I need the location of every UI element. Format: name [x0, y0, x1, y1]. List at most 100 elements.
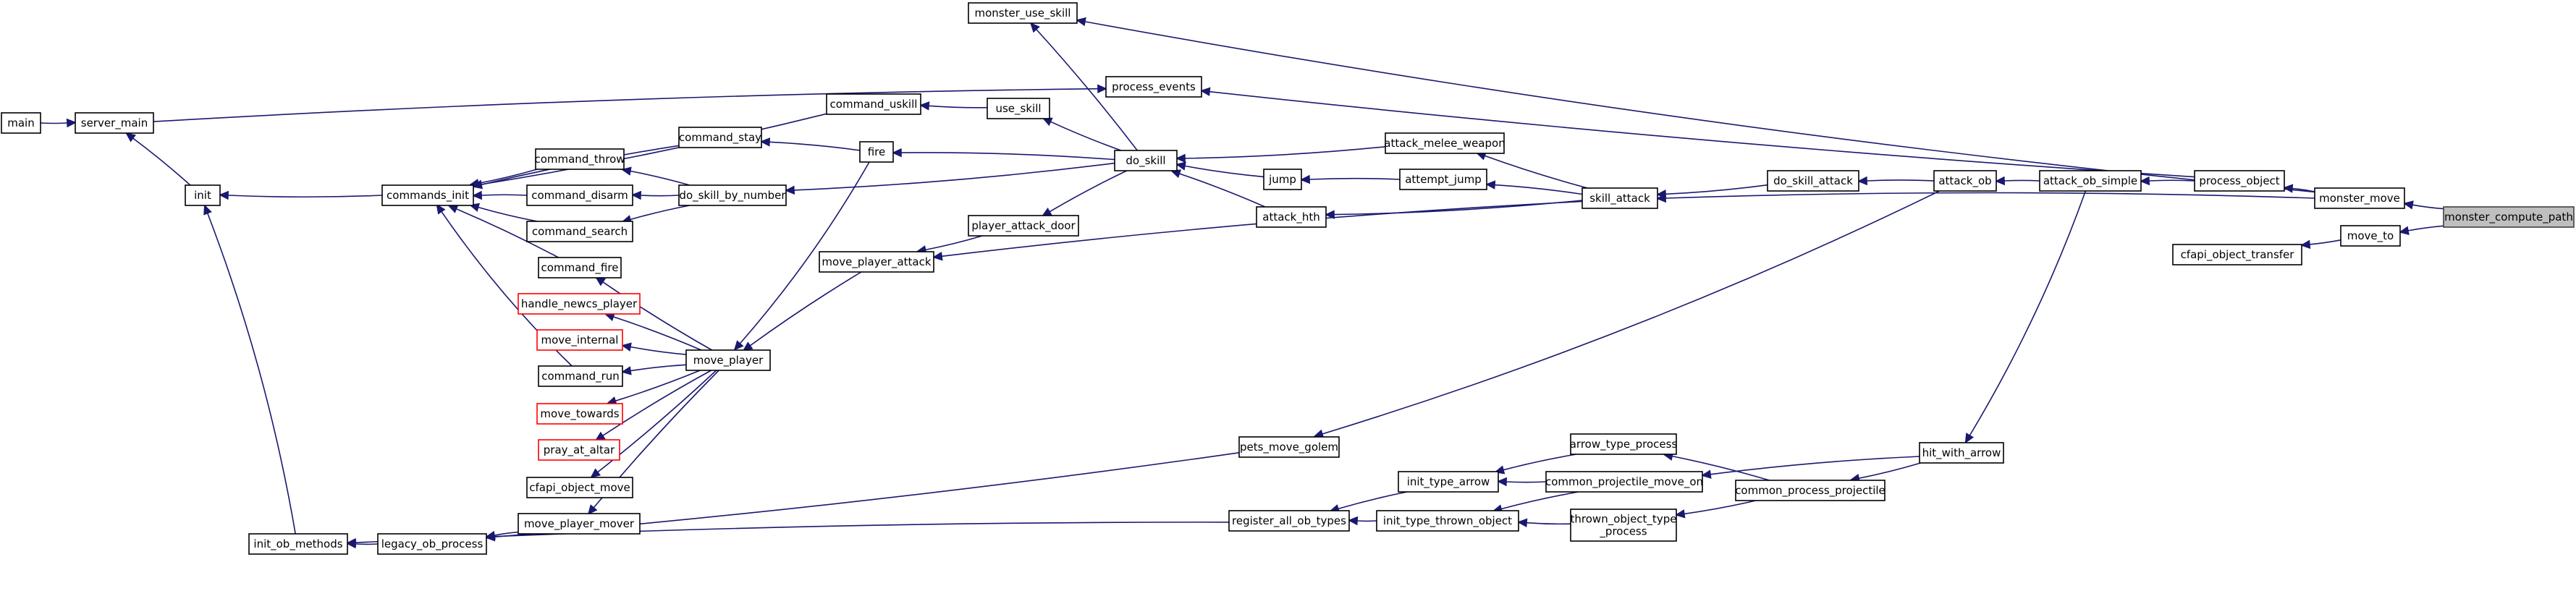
node-box[interactable] [536, 329, 623, 351]
node-move-internal[interactable]: move_internal [536, 329, 623, 351]
node-thrown-object-type-process[interactable]: thrown_object_type_process [1570, 509, 1677, 542]
node-box[interactable] [1376, 510, 1519, 532]
node-box[interactable] [518, 513, 641, 535]
node-attack-ob-simple[interactable]: attack_ob_simple [2039, 170, 2142, 192]
node-box[interactable] [1228, 510, 1350, 532]
node-box[interactable] [678, 184, 787, 206]
node-attack-ob[interactable]: attack_ob [1933, 170, 1997, 192]
node-box[interactable] [377, 533, 487, 555]
node-box[interactable] [826, 93, 921, 115]
node-box[interactable] [1238, 436, 1340, 458]
node-register-all-ob-types[interactable]: register_all_ob_types [1228, 510, 1350, 532]
node-box[interactable] [1933, 170, 1997, 192]
node-box[interactable] [1385, 132, 1505, 154]
node-do-skill[interactable]: do_skill [1114, 150, 1178, 171]
node-box[interactable] [1398, 471, 1499, 493]
node-player-attack-door[interactable]: player_attack_door [968, 215, 1079, 237]
node-box[interactable] [2039, 170, 2142, 192]
node-attack-melee-weapon[interactable]: attack_melee_weapon [1384, 132, 1506, 154]
node-common-process-projectile[interactable]: common_process_projectile [1735, 480, 1885, 501]
node-move-to[interactable]: move_to [2340, 225, 2401, 247]
node-command-run[interactable]: command_run [538, 365, 623, 387]
node-box[interactable] [538, 365, 623, 387]
node-box[interactable] [1114, 150, 1178, 171]
node-do-skill-attack[interactable]: do_skill_attack [1767, 170, 1859, 192]
node-move-player[interactable]: move_player [685, 349, 771, 371]
node-box[interactable] [248, 533, 348, 555]
node-box[interactable] [535, 148, 625, 170]
node-box[interactable] [518, 293, 641, 315]
node-box[interactable] [526, 477, 633, 498]
node-init-ob-methods[interactable]: init_ob_methods [248, 533, 348, 555]
node-monster-use-skill[interactable]: monster_use_skill [968, 2, 1078, 24]
node-box[interactable] [185, 184, 221, 206]
node-use-skill[interactable]: use_skill [987, 98, 1050, 119]
node-box[interactable] [1767, 170, 1859, 192]
node-box[interactable] [1582, 187, 1658, 209]
node-box[interactable] [987, 98, 1050, 119]
node-arrow-type-process[interactable]: arrow_type_process [1570, 433, 1678, 455]
node-box[interactable] [75, 112, 154, 134]
node-box[interactable] [1570, 433, 1677, 455]
node-command-search[interactable]: command_search [526, 221, 633, 242]
node-box[interactable] [526, 184, 633, 206]
node-fire[interactable]: fire [859, 141, 894, 163]
node-server-main[interactable]: server_main [75, 112, 154, 134]
node-box[interactable] [526, 221, 633, 242]
node-box[interactable] [819, 251, 934, 273]
node-box[interactable] [2340, 225, 2401, 247]
node-box[interactable] [2443, 206, 2575, 228]
node-move-player-attack[interactable]: move_player_attack [819, 251, 934, 273]
node-commands-init[interactable]: commands_init [381, 184, 474, 206]
node-cfapi-object-move[interactable]: cfapi_object_move [526, 477, 633, 498]
node-command-fire[interactable]: command_fire [538, 257, 622, 278]
node-box[interactable] [1570, 509, 1677, 542]
node-hit-with-arrow[interactable]: hit_with_arrow [1919, 442, 2004, 464]
node-monster-move[interactable]: monster_move [2314, 187, 2405, 209]
node-skill-attack[interactable]: skill_attack [1582, 187, 1658, 209]
node-box[interactable] [1, 112, 41, 134]
node-command-disarm[interactable]: command_disarm [526, 184, 633, 206]
node-command-uskill[interactable]: command_uskill [826, 93, 921, 115]
node-cfapi-object-transfer[interactable]: cfapi_object_transfer [2172, 244, 2302, 265]
node-pray-at-altar[interactable]: pray_at_altar [538, 439, 620, 461]
node-box[interactable] [538, 257, 622, 278]
node-box[interactable] [968, 2, 1078, 24]
node-jump[interactable]: jump [1263, 169, 1302, 190]
node-attack-hth[interactable]: attack_hth [1256, 206, 1327, 228]
node-box[interactable] [381, 184, 474, 206]
node-init-type-arrow[interactable]: init_type_arrow [1398, 471, 1499, 493]
node-common-projectile-move-on[interactable]: common_projectile_move_on [1545, 471, 1703, 493]
node-box[interactable] [1545, 471, 1703, 493]
node-box[interactable] [536, 403, 623, 425]
node-box[interactable] [1919, 442, 2004, 464]
node-box[interactable] [859, 141, 894, 163]
node-legacy-ob-process[interactable]: legacy_ob_process [377, 533, 487, 555]
node-box[interactable] [538, 439, 620, 461]
node-init-type-thrown-object[interactable]: init_type_thrown_object [1376, 510, 1519, 532]
node-box[interactable] [1399, 169, 1487, 190]
node-do-skill-by-number[interactable]: do_skill_by_number [678, 184, 787, 206]
node-attempt-jump[interactable]: attempt_jump [1399, 169, 1487, 190]
node-box[interactable] [2172, 244, 2302, 265]
node-monster-compute-path[interactable]: monster_compute_path [2443, 206, 2575, 228]
node-move-towards[interactable]: move_towards [536, 403, 623, 425]
node-box[interactable] [1256, 206, 1327, 228]
node-command-stay[interactable]: command_stay [678, 127, 762, 148]
node-pets-move-golem[interactable]: pets_move_golem [1238, 436, 1340, 458]
node-box[interactable] [968, 215, 1079, 237]
node-box[interactable] [1263, 169, 1302, 190]
node-box[interactable] [2194, 170, 2285, 192]
node-handle-newcs-player[interactable]: handle_newcs_player [518, 293, 641, 315]
node-process-events[interactable]: process_events [1105, 76, 1202, 98]
node-main[interactable]: main [1, 112, 41, 134]
node-box[interactable] [1105, 76, 1202, 98]
node-process-object[interactable]: process_object [2194, 170, 2285, 192]
node-command-throw[interactable]: command_throw [534, 148, 625, 170]
node-box[interactable] [1735, 480, 1885, 501]
node-box[interactable] [678, 127, 762, 148]
node-move-player-mover[interactable]: move_player_mover [518, 513, 641, 535]
node-box[interactable] [2314, 187, 2405, 209]
node-box[interactable] [685, 349, 771, 371]
node-init[interactable]: init [185, 184, 221, 206]
